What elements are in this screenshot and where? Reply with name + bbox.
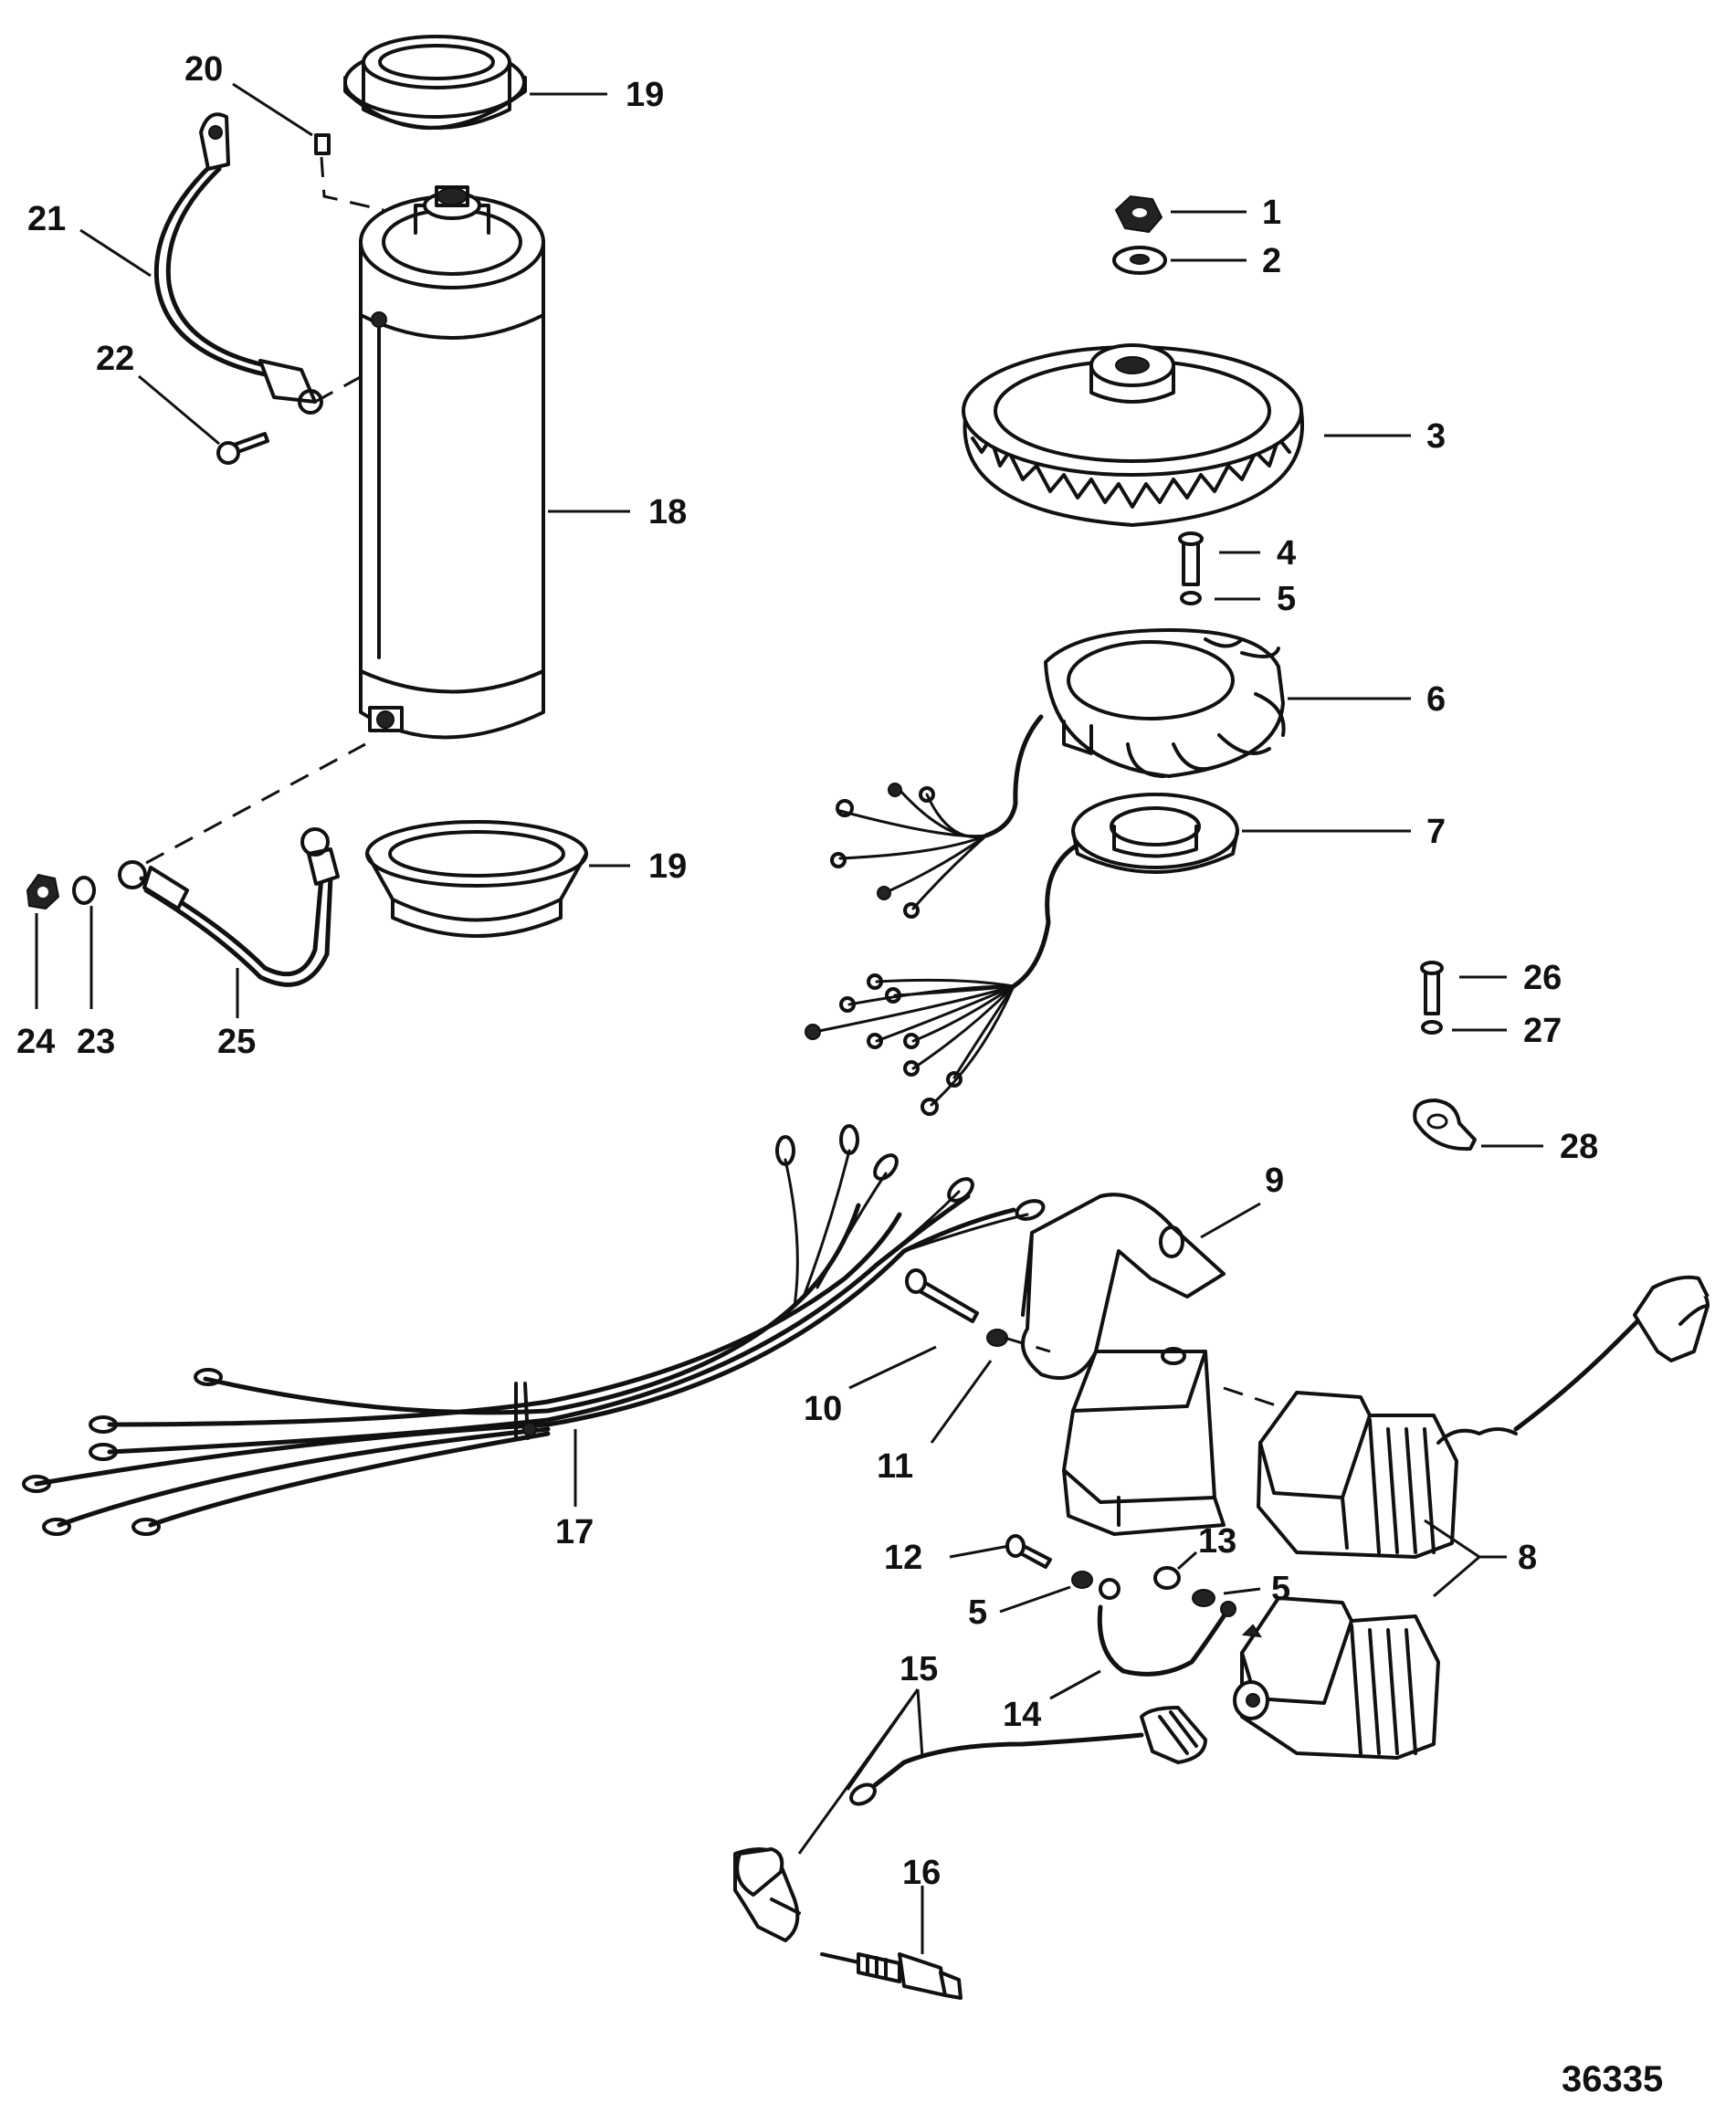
callout-17: 17 bbox=[555, 1513, 594, 1551]
callout-5-left: 5 bbox=[968, 1593, 987, 1632]
stator-6 bbox=[1044, 628, 1286, 778]
bolt-10 bbox=[905, 1268, 979, 1323]
callout-20: 20 bbox=[184, 50, 223, 89]
callout-11: 11 bbox=[877, 1447, 913, 1486]
trigger-harness bbox=[805, 842, 1080, 1116]
callout-2: 2 bbox=[1262, 242, 1281, 280]
part-20-plug bbox=[314, 133, 331, 155]
callout-25: 25 bbox=[217, 1023, 256, 1061]
callout-23: 23 bbox=[77, 1023, 115, 1061]
callout-8: 8 bbox=[1518, 1539, 1537, 1577]
spark-plug-lead-15 bbox=[733, 1706, 1207, 1942]
callout-18: 18 bbox=[648, 493, 687, 531]
callout-13: 13 bbox=[1198, 1522, 1236, 1561]
end-cap-upper bbox=[343, 35, 527, 130]
nut-24 bbox=[26, 873, 60, 910]
washer-5-upper bbox=[1180, 591, 1202, 605]
spark-plug-16 bbox=[820, 1952, 963, 2000]
callout-12: 12 bbox=[884, 1539, 922, 1577]
trigger-7 bbox=[1071, 793, 1239, 874]
washer-2 bbox=[1112, 246, 1167, 275]
coil-8-lower bbox=[1233, 1596, 1440, 1760]
callout-5-upper: 5 bbox=[1277, 580, 1296, 618]
callout-28: 28 bbox=[1560, 1128, 1598, 1166]
callout-5-right: 5 bbox=[1271, 1570, 1290, 1608]
callout-24: 24 bbox=[16, 1023, 55, 1061]
drawing-number: 36335 bbox=[1562, 2059, 1663, 2099]
screw-4 bbox=[1178, 531, 1204, 586]
callout-27: 27 bbox=[1523, 1012, 1562, 1050]
lock-washer-23 bbox=[72, 876, 96, 905]
callout-4: 4 bbox=[1277, 534, 1296, 573]
callout-15: 15 bbox=[900, 1650, 938, 1688]
ground-lead-14 bbox=[1097, 1578, 1236, 1677]
starter-motor bbox=[359, 185, 545, 740]
wire-harness-17 bbox=[22, 1124, 1046, 1536]
screw-26 bbox=[1420, 961, 1444, 1015]
coil-8-upper bbox=[1257, 1275, 1710, 1559]
flywheel-3 bbox=[962, 343, 1305, 527]
washer-11 bbox=[986, 1329, 1008, 1347]
coil-bracket-9 bbox=[1021, 1193, 1226, 1536]
callout-21: 21 bbox=[27, 200, 66, 238]
callout-19-upper: 19 bbox=[626, 76, 664, 114]
starter-cable-21 bbox=[153, 112, 323, 415]
callout-22: 22 bbox=[96, 340, 134, 378]
screw-22 bbox=[216, 432, 269, 465]
callout-10: 10 bbox=[804, 1390, 842, 1428]
battery-cable-25 bbox=[118, 827, 340, 987]
screw-12 bbox=[1005, 1534, 1052, 1569]
washer-5-right bbox=[1192, 1589, 1215, 1607]
callout-7: 7 bbox=[1426, 813, 1446, 851]
callout-16: 16 bbox=[902, 1854, 941, 1892]
callout-9: 9 bbox=[1265, 1162, 1284, 1200]
clamp-28 bbox=[1413, 1099, 1477, 1151]
callout-6: 6 bbox=[1426, 680, 1446, 719]
end-cap-lower bbox=[365, 820, 588, 938]
nut-13 bbox=[1153, 1566, 1181, 1590]
stator-harness bbox=[830, 714, 1044, 919]
washer-5-left bbox=[1071, 1571, 1093, 1589]
callout-1: 1 bbox=[1262, 194, 1281, 232]
nut-1 bbox=[1114, 195, 1163, 234]
callout-3: 3 bbox=[1426, 417, 1446, 456]
callout-26: 26 bbox=[1523, 959, 1562, 997]
callout-14: 14 bbox=[1003, 1696, 1041, 1734]
callout-19-lower: 19 bbox=[648, 847, 687, 886]
washer-27 bbox=[1421, 1020, 1443, 1035]
